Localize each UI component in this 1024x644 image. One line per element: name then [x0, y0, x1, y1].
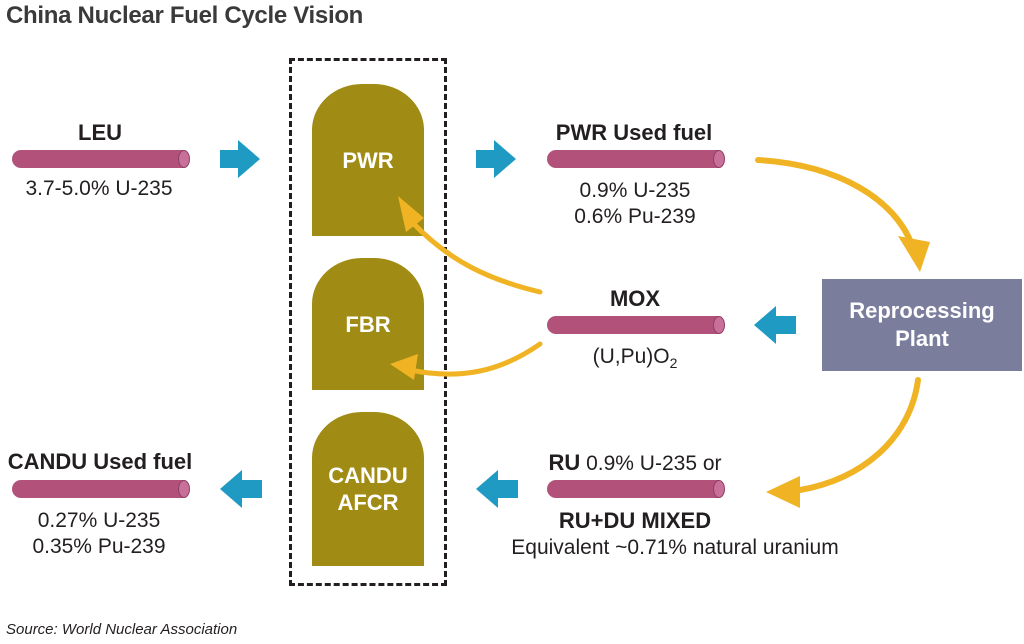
curved-arrow-icon — [409, 219, 543, 295]
ru-label: RU 0.9% U-235 or — [520, 450, 750, 477]
pwr-used-spec-u235: 0.9% U-235 — [579, 179, 691, 202]
diagram-title: China Nuclear Fuel Cycle Vision — [6, 2, 364, 29]
leu-spec: 3.7-5.0% U-235 — [25, 177, 173, 200]
arrow-right-icon — [220, 140, 260, 178]
ru-label-bold: RU — [548, 450, 581, 475]
plant-line1: Reprocessing — [849, 298, 995, 323]
ru-fuel-rod-icon — [547, 480, 725, 498]
arrow-left-icon — [476, 470, 518, 508]
candu-afcr-reactor: CANDU AFCR — [312, 412, 424, 566]
candu-used-fuel-label: CANDU Used fuel — [7, 449, 193, 474]
mox-formula-subscript: 2 — [669, 355, 678, 372]
leu-fuel-rod-icon — [12, 150, 190, 168]
candu-afcr-label: CANDU AFCR — [328, 462, 407, 516]
mox-formula: (U,Pu)O2 — [560, 344, 710, 376]
reprocessing-plant: Reprocessing Plant — [822, 279, 1022, 371]
curved-arrow-icon — [797, 377, 921, 493]
candu-used-fuel-rod-icon — [12, 480, 190, 498]
pwr-label: PWR — [342, 147, 394, 173]
candu-label: CANDU — [328, 463, 408, 488]
mox-label: MOX — [609, 286, 661, 311]
arrow-head-icon — [398, 196, 424, 232]
afcr-label: AFCR — [337, 490, 399, 515]
curved-arrow-icon — [407, 341, 543, 377]
arrow-head-icon — [898, 236, 930, 272]
plant-line2: Plant — [895, 326, 949, 351]
pwr-reactor: PWR — [312, 84, 424, 236]
candu-used-spec-u235: 0.27% U-235 — [37, 509, 161, 532]
source-credit: Source: World Nuclear Association — [6, 621, 238, 638]
candu-used-spec-pu239: 0.35% Pu-239 — [32, 535, 166, 558]
arrow-right-icon — [476, 140, 516, 178]
reactor-group-box — [289, 58, 447, 586]
mox-formula-main: (U,Pu)O — [592, 345, 670, 368]
arrow-head-icon — [766, 476, 800, 508]
ru-du-mixed-label: RU+DU MIXED — [558, 508, 712, 533]
ru-label-rest: 0.9% U-235 or — [580, 452, 722, 475]
pwr-used-fuel-rod-icon — [547, 150, 725, 168]
ru-equivalent-label: Equivalent ~0.71% natural uranium — [511, 536, 839, 559]
pwr-used-spec-pu239: 0.6% Pu-239 — [574, 205, 696, 228]
arrow-left-icon — [754, 306, 796, 344]
mox-fuel-rod-icon — [547, 316, 725, 334]
fbr-label: FBR — [345, 311, 391, 337]
curved-arrow-icon — [755, 157, 915, 248]
leu-label: LEU — [78, 120, 122, 145]
pwr-used-fuel-label: PWR Used fuel — [555, 120, 713, 145]
arrow-head-icon — [390, 354, 418, 380]
arrow-left-icon — [220, 470, 262, 508]
